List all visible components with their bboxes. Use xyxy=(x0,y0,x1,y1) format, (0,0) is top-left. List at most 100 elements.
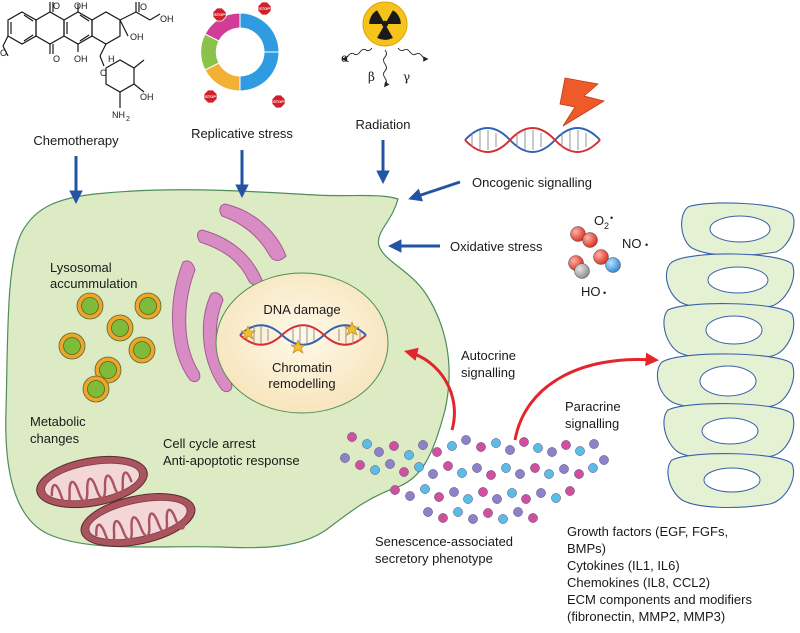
sasp-particle xyxy=(528,513,538,523)
sasp-particle xyxy=(513,507,523,517)
sasp-particle xyxy=(463,494,473,504)
sasp-factor: (fibronectin, MMP2, MMP3) xyxy=(567,609,725,624)
sasp-particle xyxy=(447,441,457,451)
sasp-label: Senescence-associated xyxy=(375,534,513,549)
sasp-particle xyxy=(347,432,357,442)
sasp-particle xyxy=(472,463,482,473)
sasp-particle xyxy=(533,443,543,453)
sasp-particle xyxy=(589,439,599,449)
sasp-particle xyxy=(530,463,540,473)
chem-atom: O xyxy=(140,2,147,12)
sasp-particle xyxy=(404,450,414,460)
svg-text:STOP: STOP xyxy=(214,12,225,17)
chem-atom: O xyxy=(0,48,7,58)
svg-text:STOP: STOP xyxy=(259,6,270,11)
sasp-particle xyxy=(519,437,529,447)
sasp-particle xyxy=(370,465,380,475)
sasp-particle xyxy=(521,494,531,504)
chem-atom: NH xyxy=(112,110,125,120)
free-radicals-icon xyxy=(568,226,621,279)
sasp-particle xyxy=(405,491,415,501)
dna-damage-label: DNA damage xyxy=(263,302,340,317)
ho-radical-label: HO xyxy=(581,284,601,299)
sasp-particle xyxy=(486,470,496,480)
sasp-particle xyxy=(385,459,395,469)
anti-apoptotic-label: Anti-apoptotic response xyxy=(163,453,300,468)
sasp-particle xyxy=(491,438,501,448)
sasp-particle xyxy=(340,453,350,463)
neighbouring-tissue xyxy=(656,202,795,509)
sasp-particle xyxy=(599,455,609,465)
sasp-particle xyxy=(565,486,575,496)
alpha-label: α xyxy=(341,51,349,65)
ho-radical-label: • xyxy=(603,288,606,298)
sasp-particle xyxy=(501,463,511,473)
chem-atom: O xyxy=(53,1,60,11)
sasp-particle xyxy=(575,446,585,456)
chemotherapy-molecule-icon xyxy=(2,2,161,108)
oncogenic-label: Oncogenic signalling xyxy=(472,175,592,190)
sasp-particle xyxy=(355,460,365,470)
sasp-factor: Cytokines (IL1, IL6) xyxy=(567,558,680,573)
sasp-factor: Growth factors (EGF, FGFs, xyxy=(567,524,728,539)
sasp-particle xyxy=(559,464,569,474)
lightning-icon xyxy=(559,77,606,127)
sasp-particle xyxy=(551,493,561,503)
chem-atom: OH xyxy=(140,92,154,102)
chem-atom: O xyxy=(53,54,60,64)
sasp-particle xyxy=(449,487,459,497)
dna-damage-stars xyxy=(240,321,360,354)
sasp-particle xyxy=(434,492,444,502)
mitochondrion-icon xyxy=(36,455,196,547)
sasp-factor: BMPs) xyxy=(567,541,606,556)
sasp-particles xyxy=(340,432,609,524)
nucleus xyxy=(215,272,389,414)
sasp-particle xyxy=(588,463,598,473)
sasp-particle xyxy=(547,447,557,457)
lysosomal-label: accummulation xyxy=(50,276,137,291)
sasp-particle xyxy=(561,440,571,450)
radiation-icon xyxy=(362,1,408,47)
lysosomal-label: Lysosomal xyxy=(50,260,112,275)
stress-input-arrows xyxy=(69,140,461,253)
sasp-factor-list: Growth factors (EGF, FGFs, BMPs) Cytokin… xyxy=(567,524,752,624)
sasp-particle xyxy=(453,507,463,517)
beta-label: β xyxy=(368,70,375,84)
tissue-cell-nuclei xyxy=(699,215,771,493)
sasp-particle xyxy=(399,467,409,477)
no-radical-label: • xyxy=(645,240,648,250)
signalling-arrows xyxy=(404,347,660,441)
oxidative-label: Oxidative stress xyxy=(450,239,543,254)
radiation-wave-arrows xyxy=(341,47,429,88)
sasp-particle xyxy=(443,461,453,471)
sasp-particle xyxy=(389,441,399,451)
sasp-factor: Chemokines (IL8, CCL2) xyxy=(567,575,710,590)
o2-radical-label: 2 xyxy=(604,221,609,231)
sasp-particle xyxy=(574,469,584,479)
sasp-particle xyxy=(374,447,384,457)
chem-atom: OH xyxy=(74,1,88,11)
chromatin-label: remodelling xyxy=(268,376,335,391)
sasp-particle xyxy=(438,513,448,523)
chem-atom: 2 xyxy=(126,116,130,123)
chem-atom: O xyxy=(100,68,107,78)
sasp-label: secretory phenotype xyxy=(375,551,493,566)
chromatin-label: Chromatin xyxy=(272,360,332,375)
dna-icon xyxy=(464,127,601,153)
chem-atom: H xyxy=(108,54,115,64)
golgi-icon xyxy=(172,203,287,393)
radiation-label: Radiation xyxy=(356,117,411,132)
metabolic-label: changes xyxy=(30,431,80,446)
sasp-particle xyxy=(390,485,400,495)
o2-radical-label: • xyxy=(610,213,613,223)
stop-sign-icon: STOP STOP STOP STOP xyxy=(203,1,286,109)
sasp-particle xyxy=(423,507,433,517)
svg-text:STOP: STOP xyxy=(205,94,216,99)
autocrine-label: signalling xyxy=(461,365,515,380)
autocrine-label: Autocrine xyxy=(461,348,516,363)
sasp-particle xyxy=(544,469,554,479)
sasp-particle xyxy=(536,488,546,498)
sasp-particle xyxy=(492,494,502,504)
